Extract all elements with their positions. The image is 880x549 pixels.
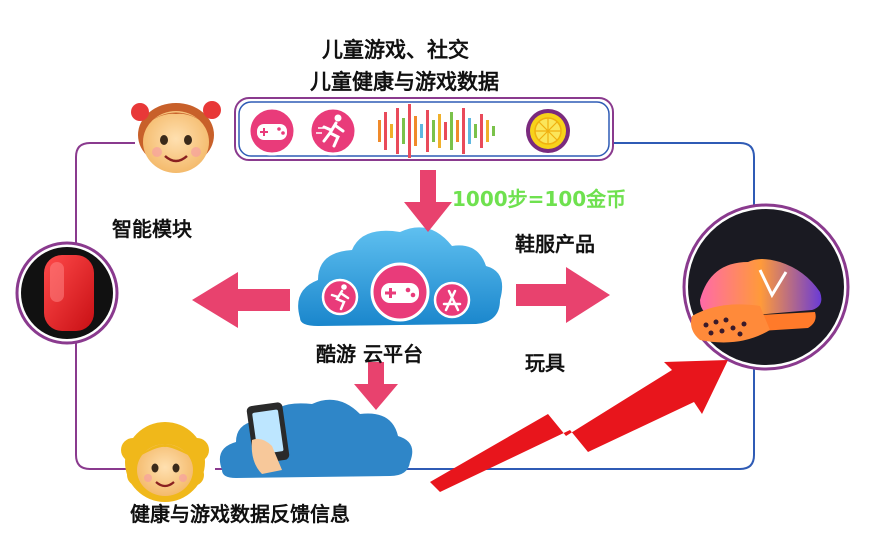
smart-module-icon <box>15 241 119 345</box>
child-avatar-top <box>131 101 221 173</box>
growth-arrow <box>430 360 728 492</box>
platform-label: 酷游 云平台 <box>316 342 423 366</box>
gamepad-icon <box>247 106 297 156</box>
arrow-down-to-feedback <box>354 362 398 410</box>
lemon-icon <box>526 109 570 153</box>
toys-label: 玩具 <box>525 351 565 375</box>
phone-icon <box>246 402 290 474</box>
running-icon <box>308 106 358 156</box>
cloud-running-icon <box>321 278 359 316</box>
steps-to-coins-label: 1000步=100金币 <box>452 187 627 211</box>
smart-module-label: 智能模块 <box>112 217 192 241</box>
arrow-left-to-module <box>192 272 290 328</box>
shoe-product-image <box>682 203 850 371</box>
title-line-1: 儿童游戏、社交 <box>322 38 469 62</box>
shoes-products-label: 鞋服产品 <box>515 232 595 256</box>
feedback-label: 健康与游戏数据反馈信息 <box>130 502 350 526</box>
arrow-right-to-products <box>516 267 610 323</box>
sound-wave-icon <box>378 104 495 158</box>
cloud-gamepad-icon <box>370 262 430 322</box>
title-line-2: 儿童健康与游戏数据 <box>310 70 499 94</box>
arrow-down-to-cloud <box>404 170 452 232</box>
child-avatar-bottom <box>121 422 209 502</box>
app-store-icon <box>433 281 471 319</box>
